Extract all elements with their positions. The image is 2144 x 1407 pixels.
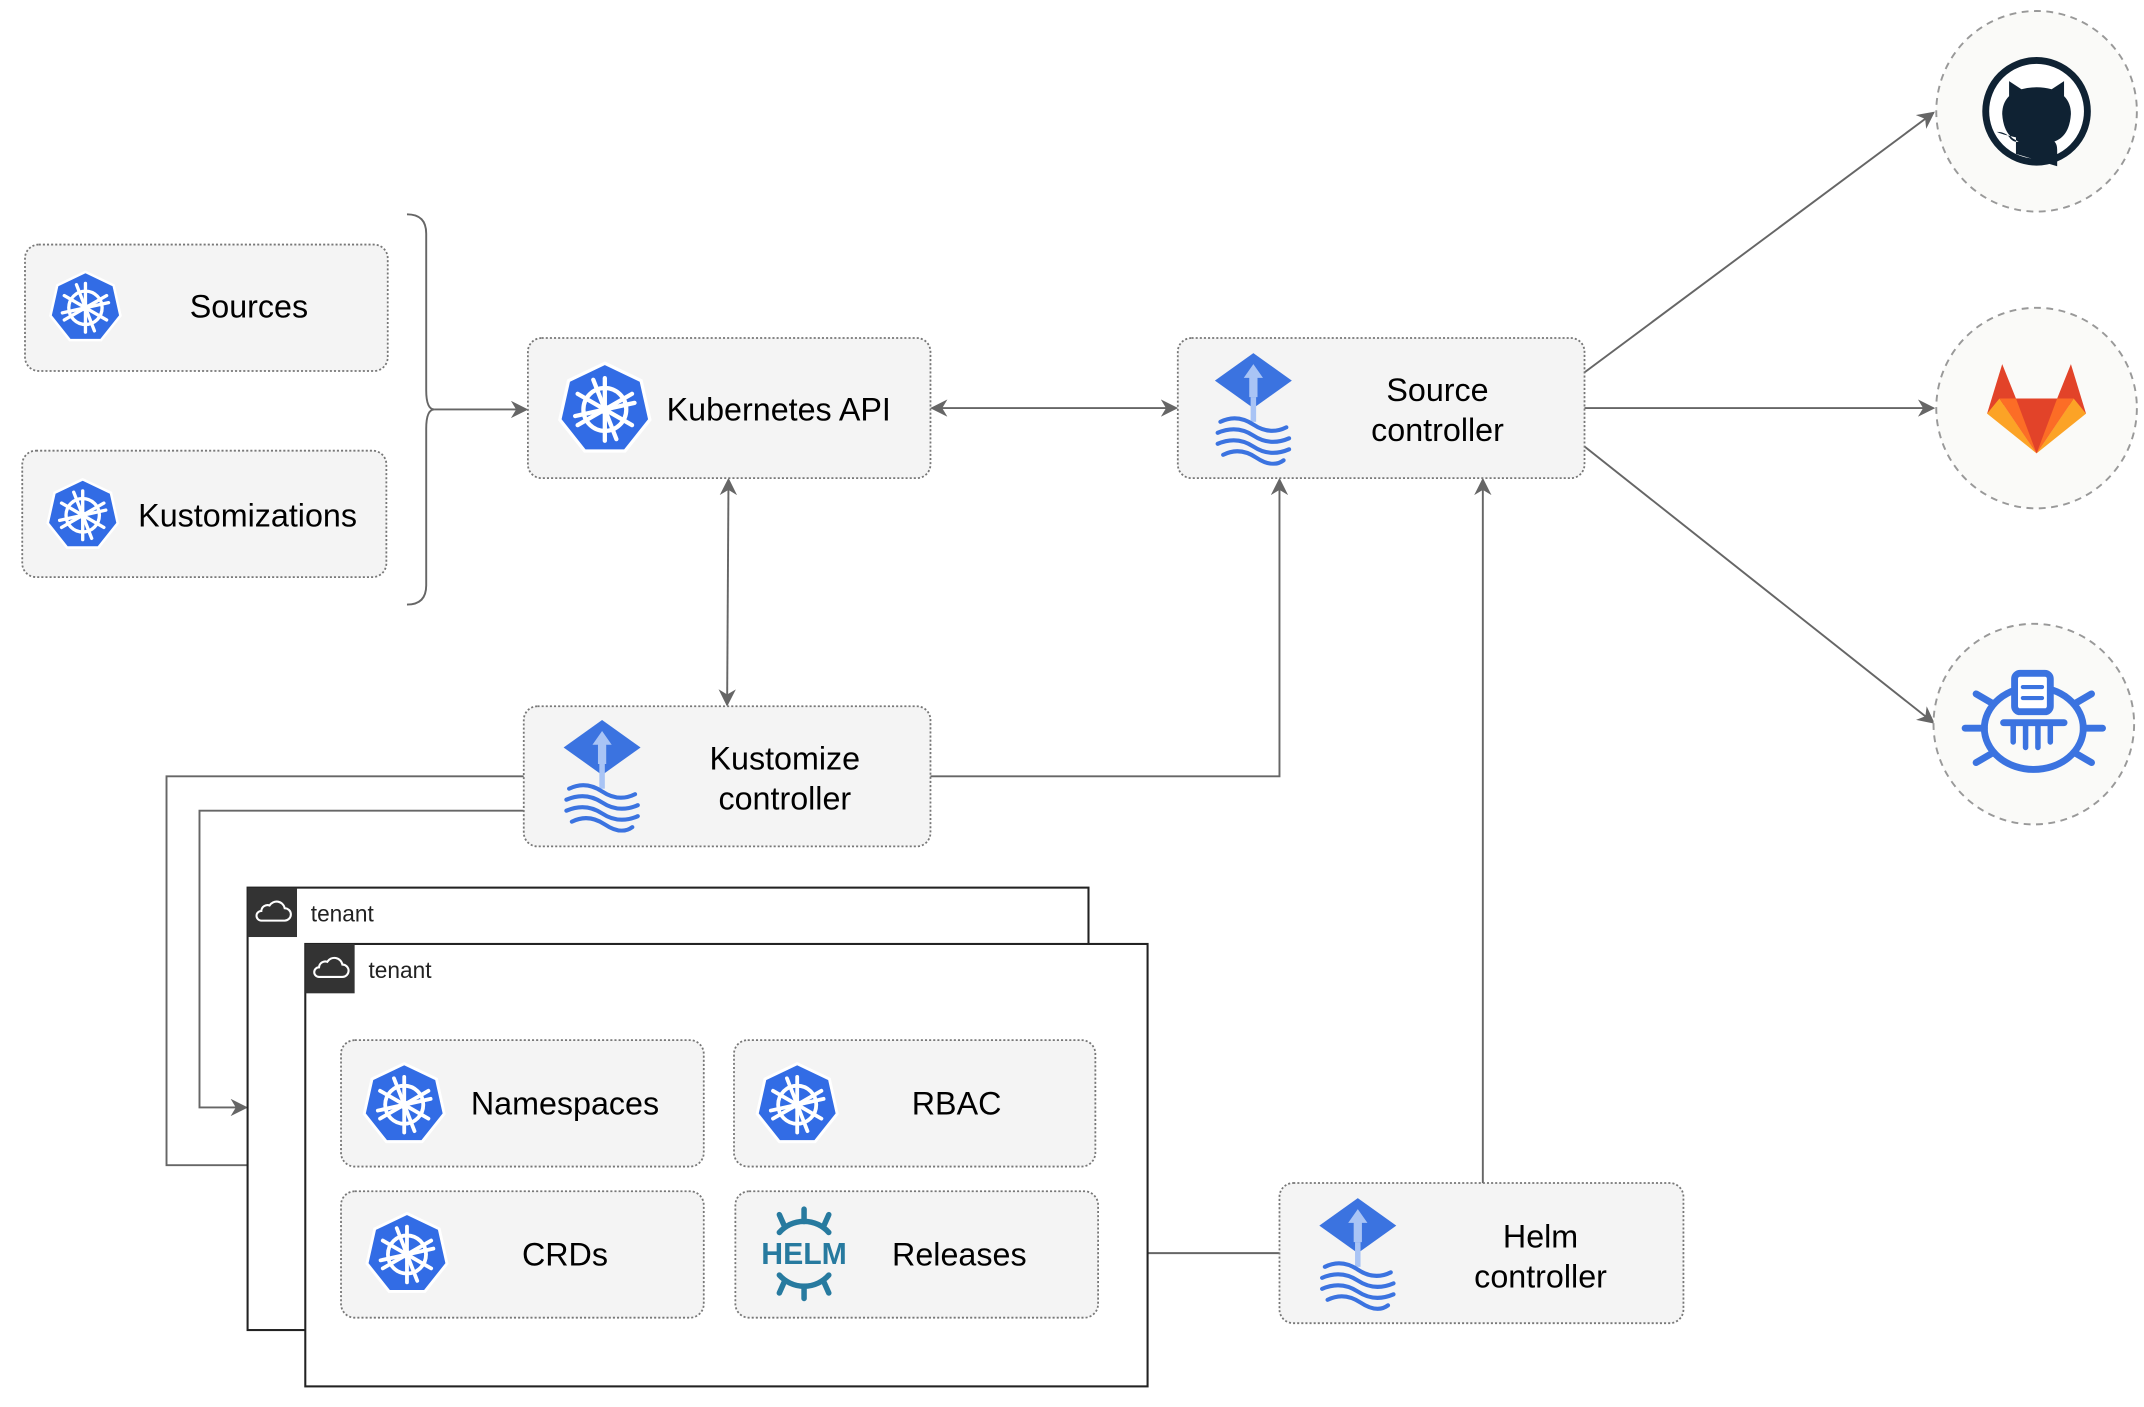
rbac-node[interactable]: RBAC xyxy=(733,1039,1097,1168)
bucket-node[interactable] xyxy=(1932,622,2136,826)
kubernetes-api-node[interactable]: Kubernetes API xyxy=(526,337,932,480)
helm-logo-text: HELM xyxy=(761,1238,847,1271)
kustomize-controller-label-line1: Kustomize xyxy=(710,740,861,776)
releases-node[interactable]: HELM Releases xyxy=(734,1190,1099,1319)
bucket-icon xyxy=(1961,669,2106,773)
kubernetes-api-label: Kubernetes API xyxy=(667,391,891,427)
kustomizations-node[interactable]: Kustomizations xyxy=(21,449,388,578)
namespaces-node[interactable]: Namespaces xyxy=(340,1039,705,1168)
crds-node[interactable]: CRDs xyxy=(340,1190,705,1319)
inputs-bracket xyxy=(406,213,435,606)
releases-label: Releases xyxy=(892,1236,1027,1272)
cloud-icon xyxy=(247,887,298,938)
sources-label: Sources xyxy=(190,288,308,324)
namespaces-label: Namespaces xyxy=(471,1085,659,1121)
edge-kustomize-to-tenant-front xyxy=(165,775,524,1174)
github-icon xyxy=(1982,57,2091,167)
helm-controller-label-line2: controller xyxy=(1474,1258,1607,1294)
gitlab-node[interactable] xyxy=(1935,306,2138,510)
helm-icon: HELM xyxy=(761,1206,847,1302)
rbac-label: RBAC xyxy=(912,1085,1002,1121)
github-node[interactable] xyxy=(1935,10,2138,213)
crds-label: CRDs xyxy=(522,1236,608,1272)
edge-source-to-bucket xyxy=(1583,445,1935,724)
sources-node[interactable]: Sources xyxy=(24,243,389,372)
kustomize-controller-node[interactable]: Kustomize controller xyxy=(522,705,932,848)
edge-kustomize-to-tenant-back xyxy=(198,809,524,1117)
edge-source-to-github xyxy=(1583,111,1935,374)
tenant-label: tenant xyxy=(311,901,375,927)
source-controller-node[interactable]: Source controller xyxy=(1176,337,1586,480)
source-controller-label-line1: Source xyxy=(1386,372,1488,408)
kustomize-controller-label-line2: controller xyxy=(718,780,851,816)
edge-kubernetes-api-kustomize-controller xyxy=(718,477,738,707)
kustomizations-label: Kustomizations xyxy=(138,497,357,533)
tenant-label: tenant xyxy=(369,957,433,983)
source-controller-label-line2: controller xyxy=(1371,412,1504,448)
edge-kustomize-to-source-controller xyxy=(930,477,1289,778)
helm-controller-node[interactable]: Helm controller xyxy=(1278,1182,1685,1325)
helm-controller-label-line1: Helm xyxy=(1503,1219,1578,1255)
gitlab-icon xyxy=(1987,364,2087,454)
cloud-icon xyxy=(305,943,355,994)
